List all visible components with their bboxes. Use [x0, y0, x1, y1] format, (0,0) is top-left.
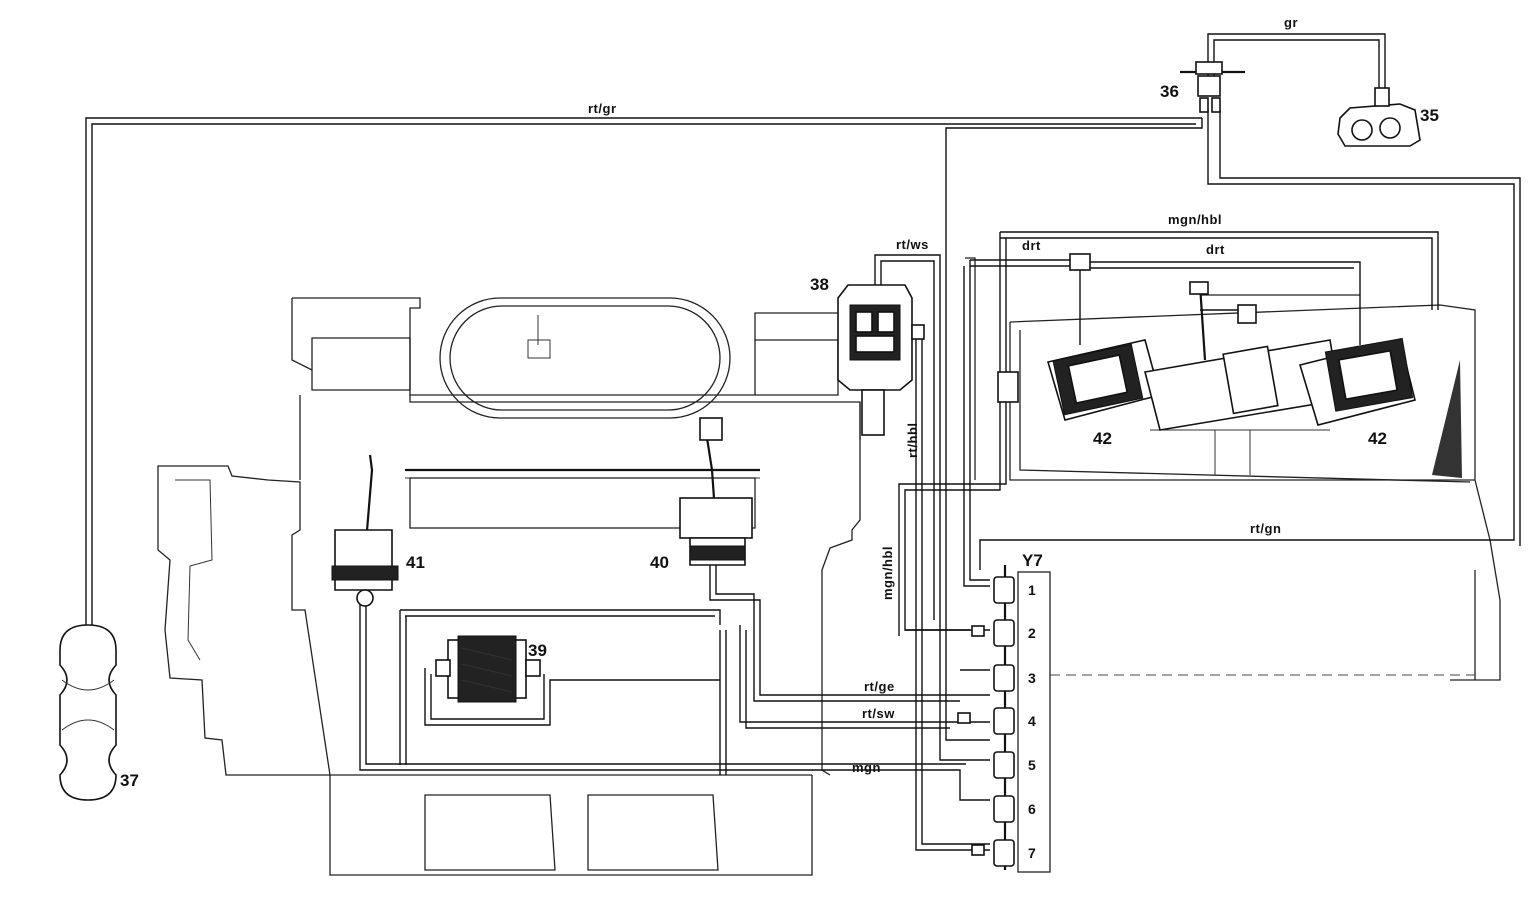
component-36-connector — [1180, 61, 1245, 113]
y7-port-2: 2 — [1028, 625, 1036, 641]
label-41: 41 — [406, 553, 425, 572]
component-40-actuator — [679, 417, 753, 566]
wire-label-rt-gn: rt/gn — [1250, 521, 1281, 536]
label-42-left: 42 — [1093, 429, 1112, 448]
wire-label-rt-ws: rt/ws — [896, 237, 929, 252]
wire-label-rt-sw: rt/sw — [862, 706, 895, 721]
wire-label-gr: gr — [1284, 15, 1298, 30]
wire-label-mgn-hbl-vertical: mgn/hbl — [880, 546, 895, 600]
y7-port-7: 7 — [1028, 845, 1036, 861]
label-36: 36 — [1160, 82, 1179, 101]
wire-label-mgn-hbl-top: mgn/hbl — [1168, 212, 1222, 227]
component-42-left-valve-unit — [1046, 281, 1341, 431]
y7-valve-block — [957, 565, 1051, 873]
component-38-valve — [837, 284, 925, 436]
wire-label-rt-gr: rt/gr — [588, 101, 617, 116]
label-40: 40 — [650, 553, 669, 572]
component-42-right-valve-unit — [1298, 337, 1416, 426]
y7-port-6: 6 — [1028, 801, 1036, 817]
label-42-right: 42 — [1368, 429, 1387, 448]
wire-label-drt-right: drt — [1206, 242, 1225, 257]
y7-port-1: 1 — [1028, 582, 1036, 598]
y7-port-3: 3 — [1028, 670, 1036, 686]
label-37: 37 — [120, 771, 139, 790]
y7-port-5: 5 — [1028, 757, 1036, 773]
component-39-cylinder — [435, 635, 541, 703]
wire-color-labels: gr rt/gr mgn/hbl drt drt rt/ws rt/hbl mg… — [588, 15, 1298, 775]
component-37-reservoir — [59, 624, 117, 801]
y7-port-4: 4 — [1028, 713, 1036, 729]
wire-label-drt-left: drt — [1022, 238, 1041, 253]
label-38: 38 — [810, 275, 829, 294]
wire-label-rt-hbl: rt/hbl — [905, 423, 920, 459]
t-fittings — [997, 253, 1091, 403]
label-39: 39 — [528, 641, 547, 660]
air-lines — [85, 33, 1521, 851]
label-35: 35 — [1420, 106, 1439, 125]
component-35-pump — [1337, 87, 1421, 147]
label-y7: Y7 — [1022, 551, 1043, 570]
wire-label-rt-ge: rt/ge — [864, 679, 895, 694]
wire-label-mgn: mgn — [852, 760, 881, 775]
y7-port-numbers: 1 2 3 4 5 6 7 — [1028, 582, 1036, 861]
component-labels: 35 36 37 38 39 40 41 42 42 Y7 — [120, 82, 1439, 790]
component-41-actuator — [331, 529, 399, 607]
